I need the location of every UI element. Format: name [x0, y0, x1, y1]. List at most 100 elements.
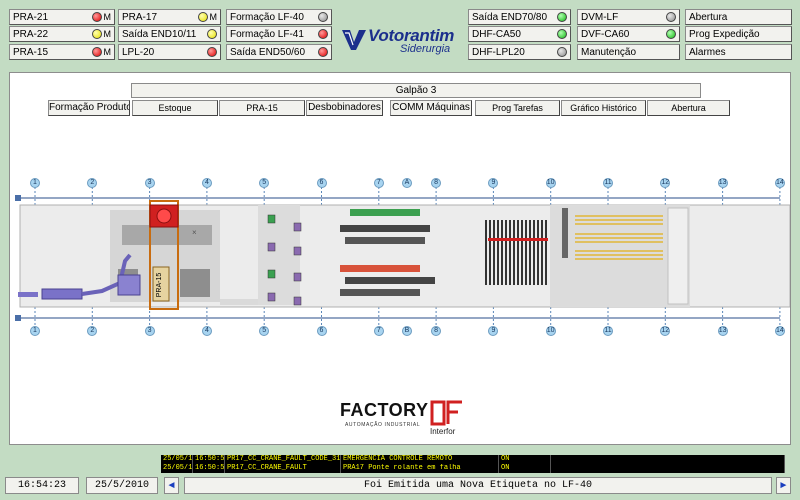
- alarm-row[interactable]: 25/05/1016:50:50PR17_CC_CRANE_FAULT_CODE…: [161, 455, 785, 464]
- walkway: [220, 299, 288, 305]
- grid-marker-top-14: 14: [774, 178, 785, 188]
- status-button-label: PRA-21: [13, 11, 49, 23]
- status-message: Foi Emitida uma Nova Etiqueta no LF-40: [184, 477, 772, 494]
- status-led-icon: [666, 12, 676, 22]
- grid-row-marker-a: A: [402, 178, 412, 188]
- shelf-row: [575, 237, 663, 239]
- status-led-icon: [318, 12, 328, 22]
- status-button-label: DHF-LPL20: [472, 46, 525, 58]
- status-button-dhf-lpl20[interactable]: DHF-LPL20: [468, 44, 571, 60]
- alarm-desc: PRA17 Ponte rolante em falha: [341, 464, 499, 473]
- status-button-label: LPL-20: [122, 46, 155, 58]
- status-button-dhf-ca50[interactable]: DHF-CA50: [468, 26, 571, 42]
- status-button-label: Prog Expedição: [689, 28, 760, 40]
- tab-grafico-historico[interactable]: Gráfico Histórico: [561, 100, 646, 116]
- zone-b: [180, 269, 210, 297]
- coil-marker: [293, 222, 302, 232]
- tab-formacao-produto[interactable]: Formação Produto: [48, 100, 130, 116]
- status-led-icon: [318, 29, 328, 39]
- status-button-dvf-ca60[interactable]: DVF-CA60: [577, 26, 680, 42]
- tab-desbobinadores[interactable]: Desbobinadores: [306, 100, 383, 116]
- status-led-icon: [666, 29, 676, 39]
- status-button-label: DHF-CA50: [472, 28, 521, 40]
- grid-marker-bottom-3: 3: [144, 326, 155, 336]
- decoiler-line: [340, 265, 420, 272]
- status-button-formacao-lf-40[interactable]: Formação LF-40: [226, 9, 332, 25]
- grid-marker-top-12: 12: [660, 178, 671, 188]
- tab-abertura[interactable]: Abertura: [647, 100, 730, 116]
- status-button-label: Formação LF-40: [230, 11, 304, 23]
- straightener-active: [488, 238, 548, 241]
- status-button-saida-end50-60[interactable]: Saída END50/60: [226, 44, 332, 60]
- tab-estoque[interactable]: Estoque: [132, 100, 218, 116]
- rail-end-tl: [15, 195, 21, 201]
- status-led-icon: [557, 47, 567, 57]
- status-button-abertura[interactable]: Abertura: [685, 9, 792, 25]
- alarm-tag: PR17_CC_CRANE_FAULT_CODE_31: [227, 455, 341, 464]
- crane-label-box: [152, 266, 170, 302]
- crane-frame: [149, 200, 179, 310]
- clock: 16:54:23: [5, 477, 79, 494]
- next-message-button[interactable]: ►: [776, 477, 791, 494]
- straightener-bar: [537, 220, 539, 285]
- alarm-date: 25/05/10: [163, 455, 193, 464]
- straightener-bar: [529, 220, 531, 285]
- plant-layout: PRA-15 ×: [15, 187, 790, 331]
- status-led-icon: [91, 47, 102, 57]
- crane-cross-mark: ×: [192, 228, 197, 237]
- status-button-prog-expedicao[interactable]: Prog Expedição: [685, 26, 792, 42]
- grid-marker-bottom-11: 11: [603, 326, 613, 336]
- grid-marker-bottom-9: 9: [488, 326, 499, 336]
- straightener-bar: [545, 220, 547, 285]
- galpao-title[interactable]: Galpão 3: [131, 83, 701, 98]
- warehouse-pillar: [562, 208, 568, 258]
- straightener-bar: [509, 220, 511, 285]
- shelf-row: [575, 254, 663, 256]
- status-button-saida-end70-80[interactable]: Saída END70/80: [468, 9, 571, 25]
- manual-mode-flag: M: [103, 12, 112, 22]
- alarm-time: 16:50:50: [195, 464, 225, 473]
- alarm-filler: [551, 464, 785, 473]
- alarm-list[interactable]: 25/05/1016:50:50PR17_CC_CRANE_FAULT_CODE…: [161, 455, 785, 473]
- grid-marker-top-1: 1: [30, 178, 40, 188]
- status-button-label: PRA-15: [13, 46, 49, 58]
- straightener-bar: [517, 220, 519, 285]
- storage-block: [258, 205, 300, 305]
- status-button-label: PRA-17: [122, 11, 158, 23]
- straightener-bar: [525, 220, 527, 285]
- shelf-row: [575, 241, 663, 243]
- straightener-bar: [533, 220, 535, 285]
- alarm-desc: EMERGENCIA CONTROLE REMOTO: [341, 455, 499, 464]
- straightener-bar: [501, 220, 503, 285]
- tab-comm-maquinas[interactable]: COMM Máquinas: [390, 100, 472, 116]
- grid-marker-bottom-5: 5: [259, 326, 270, 336]
- straightener-bar: [497, 220, 499, 285]
- status-button-label: DVM-LF: [581, 11, 619, 23]
- status-button-saida-end10-11[interactable]: Saída END10/11: [118, 26, 221, 42]
- status-button-pra-21[interactable]: PRA-21 M: [9, 9, 115, 25]
- grid-marker-bottom-6: 6: [316, 326, 327, 336]
- status-button-lpl-20[interactable]: LPL-20: [118, 44, 221, 60]
- status-led-icon: [91, 12, 102, 22]
- tab-prog-tarefas[interactable]: Prog Tarefas: [475, 100, 560, 116]
- prev-message-button[interactable]: ◄: [164, 477, 179, 494]
- status-button-label: Saída END70/80: [472, 11, 548, 23]
- tab-pra-15[interactable]: PRA-15: [219, 100, 305, 116]
- status-button-formacao-lf-41[interactable]: Formação LF-41: [226, 26, 332, 42]
- status-button-dvm-lf[interactable]: DVM-LF: [577, 9, 680, 25]
- straightener-bar: [521, 220, 523, 285]
- decoiler-line: [350, 209, 420, 216]
- status-button-alarmes[interactable]: Alarmes: [685, 44, 792, 60]
- shelf-row: [575, 250, 663, 252]
- votorantim-logo: Votorantim Siderurgia: [340, 26, 490, 58]
- alarm-row[interactable]: 25/05/1016:50:50PR17_CC_CRANE_FAULTPRA17…: [161, 464, 785, 473]
- votorantim-v-icon: [342, 30, 366, 50]
- shelf-row: [575, 233, 663, 235]
- status-button-manutencao[interactable]: Manutenção: [577, 44, 680, 60]
- status-led-icon: [557, 29, 567, 39]
- decoiler-line: [345, 277, 435, 284]
- coil-marker: [267, 269, 276, 279]
